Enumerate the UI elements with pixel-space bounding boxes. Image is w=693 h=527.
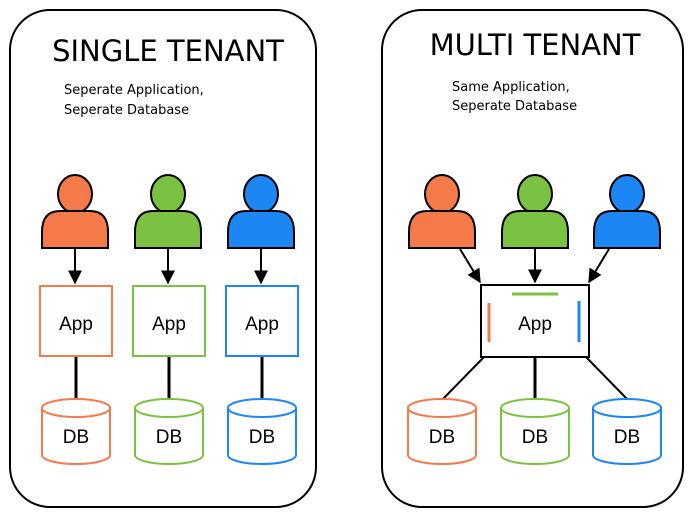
connector-app-db-orange (441, 356, 485, 401)
app-label: App (518, 314, 552, 335)
multi-tenant-panel: MULTI TENANT Same Application, Seperate … (381, 9, 684, 508)
database-icon-blue: DB (227, 398, 297, 465)
multi-tenant-title: MULTI TENANT (430, 28, 641, 62)
db-label: DB (156, 427, 182, 448)
app-label: App (59, 314, 93, 335)
app-label: App (152, 314, 186, 335)
connector-app-db-blue (585, 356, 629, 401)
arrow-user-to-app-orange (459, 248, 481, 284)
user-icon-orange (41, 174, 109, 249)
db-label: DB (63, 427, 89, 448)
database-icon-orange: DB (41, 398, 111, 465)
app-box-green: App (132, 285, 206, 357)
user-icon-blue (593, 174, 661, 249)
single-tenant-subtitle-line2: Seperate Database (64, 103, 189, 118)
arrow-user-to-app-blue (588, 248, 610, 284)
multi-tenant-subtitle-line1: Same Application, (452, 80, 570, 95)
db-label: DB (614, 427, 640, 448)
user-icon-orange (408, 174, 476, 249)
database-icon-orange: DB (407, 398, 477, 465)
single-tenant-title: SINGLE TENANT (52, 34, 284, 68)
multi-tenant-frame (381, 9, 684, 508)
database-icon-blue: DB (592, 398, 662, 465)
app-label: App (245, 314, 279, 335)
user-icon-green (134, 174, 202, 249)
app-box-blue: App (225, 285, 299, 357)
app-box-orange: App (39, 285, 113, 357)
user-icon-green (501, 174, 569, 249)
single-tenant-subtitle-line1: Seperate Application, (64, 83, 204, 98)
database-icon-green: DB (500, 398, 570, 465)
db-label: DB (249, 427, 275, 448)
user-icon-blue (227, 174, 295, 249)
single-tenant-frame (9, 9, 317, 508)
single-tenant-panel: SINGLE TENANT Seperate Application, Sepe… (9, 9, 317, 508)
db-label: DB (522, 427, 548, 448)
multi-tenant-subtitle-line2: Seperate Database (452, 99, 577, 114)
database-icon-green: DB (134, 398, 204, 465)
shared-app-box: App (480, 284, 590, 358)
db-label: DB (429, 427, 455, 448)
